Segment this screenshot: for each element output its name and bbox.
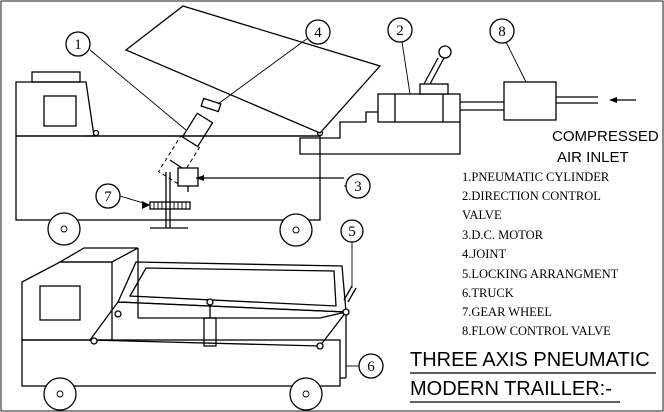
dc-motor bbox=[178, 168, 198, 186]
legend-item: 8.FLOW CONTROL VALVE bbox=[462, 324, 611, 338]
legend-item: 5.LOCKING ARRANGMENT bbox=[462, 267, 619, 281]
callout-5: 5 bbox=[341, 220, 363, 288]
tilted-dump-body bbox=[126, 6, 380, 133]
joint-plate bbox=[201, 98, 221, 111]
flow-control-valve bbox=[504, 82, 556, 120]
callout-2: 2 bbox=[388, 18, 412, 94]
callout-6: 6 bbox=[346, 354, 383, 378]
bottom-front-wheel bbox=[44, 378, 76, 410]
air-inlet-label-line2: AIR INLET bbox=[557, 149, 629, 166]
legend-item: 4.JOINT bbox=[462, 247, 506, 261]
top-cab-window bbox=[44, 96, 76, 126]
valve-lever-knob bbox=[439, 46, 451, 58]
callout-2-label: 2 bbox=[396, 23, 404, 39]
callout-3-label: 3 bbox=[354, 179, 362, 195]
legend-item: VALVE bbox=[462, 208, 502, 222]
callout-3: 3 bbox=[344, 174, 370, 198]
direction-control-valve bbox=[378, 94, 460, 122]
bottom-cylinder bbox=[204, 318, 216, 346]
callout-6-label: 6 bbox=[367, 359, 375, 375]
callout-7: 7 bbox=[96, 184, 150, 209]
bottom-cab-window bbox=[40, 286, 80, 320]
top-cab-roof bbox=[32, 72, 80, 82]
callout-7-label: 7 bbox=[104, 189, 112, 205]
top-rear-wheel bbox=[280, 214, 312, 246]
legend-item: 7.GEAR WHEEL bbox=[462, 305, 552, 319]
diagram-title: THREE AXIS PNEUMATIC MODERN TRAILLER:- bbox=[410, 349, 656, 402]
title-line1: THREE AXIS PNEUMATIC bbox=[410, 349, 650, 371]
callout-5-label: 5 bbox=[348, 224, 356, 240]
legend-item: 2.DIRECTION CONTROL bbox=[462, 189, 601, 203]
title-line2: MODERN TRAILLER:- bbox=[410, 378, 612, 400]
callout-8: 8 bbox=[490, 19, 526, 82]
bottom-chassis bbox=[22, 340, 340, 386]
air-inlet-arrow bbox=[609, 97, 617, 103]
top-cab bbox=[16, 82, 94, 136]
top-front-wheel bbox=[48, 213, 80, 245]
callout-8-label: 8 bbox=[498, 24, 506, 40]
callout-4-label: 4 bbox=[314, 25, 322, 41]
bottom-rear-wheel bbox=[290, 378, 322, 410]
callout-1-label: 1 bbox=[74, 37, 82, 53]
gear-wheel bbox=[150, 202, 190, 209]
bottom-truck bbox=[22, 248, 356, 410]
legend-item: 1.PNEUMATIC CYLINDER bbox=[462, 170, 610, 184]
air-inlet-label-line1: COMPRESSED bbox=[552, 128, 659, 145]
legend-item: 3.D.C. MOTOR bbox=[462, 228, 544, 242]
legend: 1.PNEUMATIC CYLINDER 2.DIRECTION CONTROL… bbox=[462, 170, 619, 338]
legend-item: 6.TRUCK bbox=[462, 286, 514, 300]
